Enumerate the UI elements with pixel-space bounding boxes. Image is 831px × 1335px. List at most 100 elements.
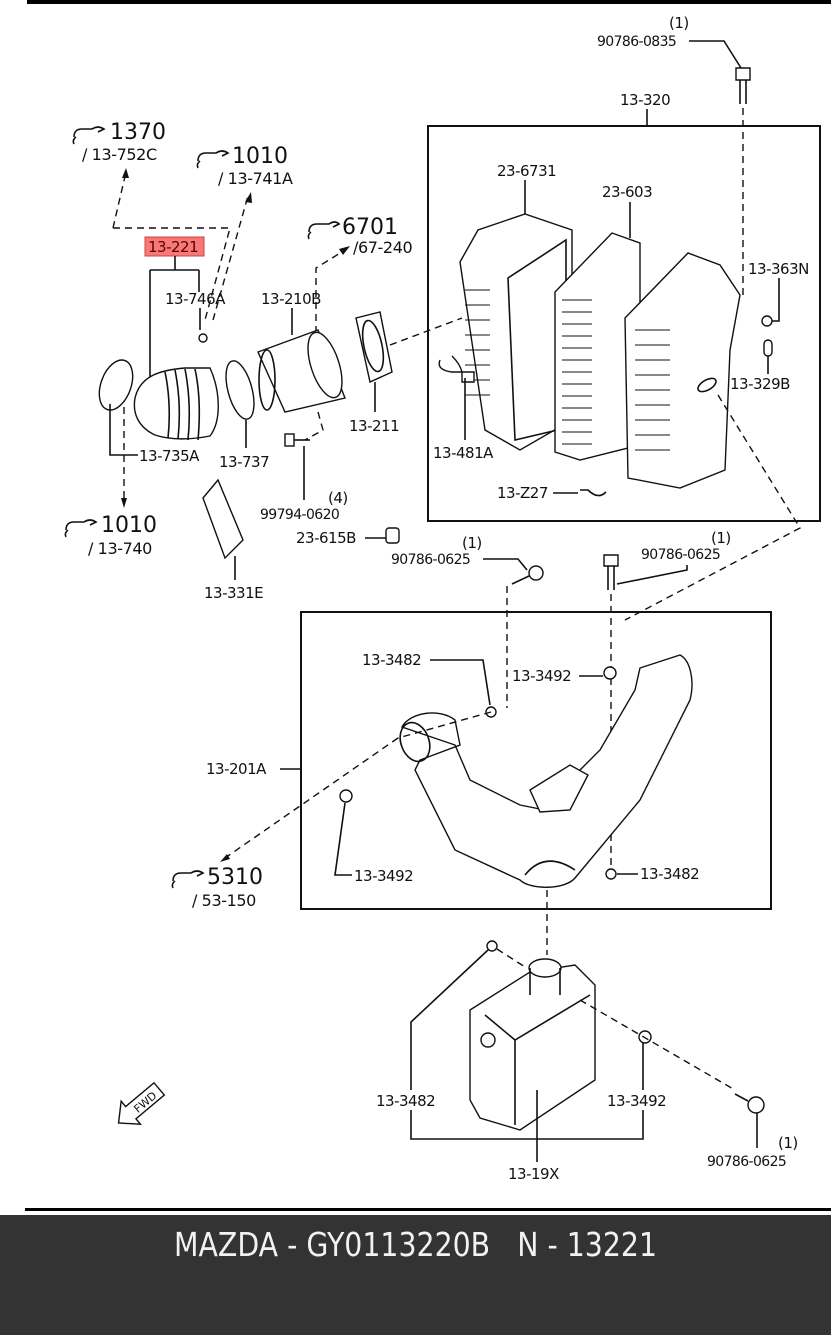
label-90786-0625-right-qty: (1) bbox=[711, 529, 731, 547]
label-90786-0625-left[interactable]: 90786-0625 bbox=[391, 552, 471, 568]
ref-group: 5310 bbox=[207, 865, 263, 890]
part-grommet-13-3492-a[interactable] bbox=[603, 666, 617, 680]
label-13-3492-b[interactable]: 13-3492 bbox=[354, 867, 414, 885]
label-13-3482-a[interactable]: 13-3482 bbox=[362, 651, 422, 669]
part-clamp-737[interactable] bbox=[221, 358, 260, 422]
part-case-lower[interactable] bbox=[624, 252, 741, 489]
label-90786-0835[interactable]: 90786-0835 bbox=[597, 34, 677, 50]
label-13-363n[interactable]: 13-363N bbox=[748, 260, 809, 278]
label-13-211[interactable]: 13-211 bbox=[349, 417, 400, 435]
label-13-320[interactable]: 13-320 bbox=[620, 91, 671, 109]
ref-sub: / 13-752C bbox=[82, 145, 157, 164]
hand-pointer-icon bbox=[72, 126, 106, 145]
label-90786-0625-left-qty: (1) bbox=[462, 534, 482, 552]
hand-pointer-icon bbox=[196, 150, 230, 169]
leader-hose-top bbox=[113, 227, 231, 321]
label-23-6731[interactable]: 23-6731 bbox=[497, 162, 557, 180]
ref-callout-1370[interactable]: 1370 / 13-752C bbox=[72, 120, 166, 164]
ref-callout-1010-top[interactable]: 1010 / 13-741A bbox=[196, 144, 293, 188]
highlighted-part-13-221[interactable]: 13-221 bbox=[144, 236, 205, 257]
air-cleaner-box bbox=[427, 125, 821, 522]
highlight-label: 13-221 bbox=[148, 238, 198, 256]
ref-group: 6701 bbox=[342, 215, 398, 240]
leader-5310 bbox=[224, 737, 399, 859]
leader-dash-duct-nut bbox=[397, 711, 492, 739]
arrow-5310 bbox=[220, 854, 230, 862]
leader-1010-top bbox=[212, 195, 249, 321]
ref-sub: / 13-741A bbox=[218, 169, 293, 188]
footer-bar: MAZDA - GY0113220B N - 13221 bbox=[0, 1215, 831, 1335]
leader-dash-to-box bbox=[389, 317, 463, 346]
part-sensor-210b[interactable] bbox=[257, 328, 349, 413]
arrow-1370 bbox=[122, 168, 129, 178]
label-13-737[interactable]: 13-737 bbox=[219, 453, 270, 471]
part-clamp-735a[interactable] bbox=[93, 355, 139, 414]
part-gasket-211[interactable] bbox=[355, 311, 393, 383]
label-90786-0625-bottom-qty: (1) bbox=[778, 1134, 798, 1152]
label-13-746a[interactable]: 13-746A bbox=[165, 290, 227, 308]
leader-1370 bbox=[112, 171, 127, 229]
label-99794-0620[interactable]: 99794-0620 bbox=[260, 507, 340, 523]
label-13-3482-c[interactable]: 13-3482 bbox=[376, 1092, 436, 1110]
part-bolt-90786-0835[interactable] bbox=[735, 67, 751, 104]
part-bolt-99794[interactable] bbox=[284, 433, 310, 447]
label-13-735a[interactable]: 13-735A bbox=[139, 447, 201, 465]
part-grommet-13-3492-b[interactable] bbox=[339, 789, 353, 803]
part-gasket-331e[interactable] bbox=[202, 478, 244, 560]
ref-callout-6701[interactable]: 6701 /67-240 bbox=[307, 215, 413, 257]
hand-pointer-icon bbox=[307, 221, 341, 240]
leader-dash-resonator-nut bbox=[496, 948, 526, 968]
label-23-603[interactable]: 23-603 bbox=[602, 183, 653, 201]
label-13-3492-a[interactable]: 13-3492 bbox=[512, 667, 572, 685]
label-90786-0835-qty: (1) bbox=[669, 14, 689, 32]
duct-box bbox=[300, 611, 772, 910]
leader-dash-resonator-bolt bbox=[579, 999, 736, 1091]
part-bolt-90786-0625-right[interactable] bbox=[603, 554, 619, 590]
ref-sub: /67-240 bbox=[353, 238, 412, 257]
part-grommet-13-329b[interactable] bbox=[763, 339, 773, 357]
label-90786-0625-right[interactable]: 90786-0625 bbox=[641, 547, 721, 563]
fwd-arrow-icon: FWD bbox=[117, 1081, 166, 1125]
ref-callout-5310[interactable]: 5310 / 53-150 bbox=[171, 865, 263, 910]
ref-sub: / 13-740 bbox=[88, 539, 152, 558]
hand-pointer-icon bbox=[171, 870, 205, 889]
part-number-title: MAZDA - GY0113220B N - 13221 bbox=[173, 1225, 658, 1264]
label-13-3482-b[interactable]: 13-3482 bbox=[640, 865, 700, 883]
label-13-201a[interactable]: 13-201A bbox=[206, 760, 268, 778]
bottom-border bbox=[25, 1208, 831, 1211]
part-duct-13-201a[interactable] bbox=[395, 654, 693, 888]
label-13-19x[interactable]: 13-19X bbox=[508, 1165, 560, 1183]
part-intake-hose[interactable] bbox=[133, 333, 219, 441]
part-clip-13-481a[interactable] bbox=[438, 355, 475, 383]
label-13-329b[interactable]: 13-329B bbox=[730, 375, 791, 393]
ref-group: 1010 bbox=[232, 144, 288, 169]
part-bushing-615b[interactable] bbox=[385, 527, 400, 544]
label-23-615b[interactable]: 23-615B bbox=[296, 529, 357, 547]
label-90786-0625-bottom[interactable]: 90786-0625 bbox=[707, 1154, 787, 1170]
label-13-z27[interactable]: 13-Z27 bbox=[497, 484, 548, 502]
arrow-6701 bbox=[339, 246, 350, 255]
label-13-210b[interactable]: 13-210B bbox=[261, 290, 322, 308]
hand-pointer-icon bbox=[64, 519, 98, 538]
label-13-481a[interactable]: 13-481A bbox=[433, 444, 495, 462]
label-99794-qty: (4) bbox=[328, 489, 348, 507]
part-bolt-90786-0625-bottom[interactable] bbox=[734, 1093, 765, 1114]
leader-6701 bbox=[315, 249, 346, 345]
part-nut-13-3482-b[interactable] bbox=[605, 868, 617, 880]
leader-13-221 bbox=[149, 256, 200, 382]
label-13-3492-c[interactable]: 13-3492 bbox=[607, 1092, 667, 1110]
part-resonator-13-19x[interactable] bbox=[469, 958, 596, 1131]
label-13-331e[interactable]: 13-331E bbox=[204, 584, 264, 602]
leader-dash-case-to-duct bbox=[624, 394, 801, 621]
ref-callout-1010-bottom[interactable]: 1010 / 13-740 bbox=[64, 513, 157, 558]
part-bracket-13-363n[interactable] bbox=[761, 315, 773, 327]
part-nut-13-3482-c[interactable] bbox=[486, 940, 498, 952]
ref-group: 1370 bbox=[110, 120, 166, 145]
part-clip-13-z27[interactable] bbox=[580, 489, 607, 497]
arrow-1010-top bbox=[245, 192, 252, 203]
part-bolt-90786-0625-left[interactable] bbox=[511, 565, 544, 585]
arrow-1010-bottom bbox=[121, 498, 127, 508]
leader-dash-210b bbox=[304, 411, 324, 441]
ref-sub: / 53-150 bbox=[192, 891, 256, 910]
parts-diagram: 1370 / 13-752C 1010 / 13-741A 6701 /67-2… bbox=[25, 0, 831, 1211]
